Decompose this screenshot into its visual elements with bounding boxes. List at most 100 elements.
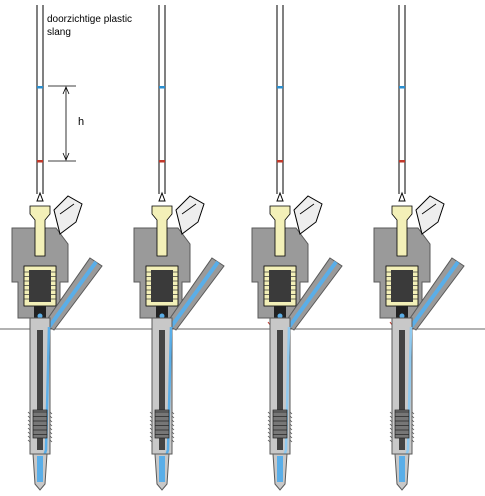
thread-left — [389, 423, 393, 427]
injector-1 — [11, 5, 103, 491]
thread-right — [289, 439, 293, 443]
connector-detail — [421, 203, 437, 215]
return-neck — [391, 205, 413, 257]
thread-right — [411, 423, 415, 427]
thread-left — [389, 435, 393, 439]
thread-left — [149, 431, 153, 435]
thread-right — [49, 435, 53, 439]
control-valve — [396, 306, 408, 318]
solenoid-core — [29, 270, 51, 302]
injector-2 — [133, 5, 225, 491]
inlet-fuel-channel — [409, 260, 460, 329]
nozzle-spring-housing — [394, 409, 410, 439]
thread-right — [411, 427, 415, 431]
thread-left — [267, 415, 271, 419]
electrical-connector — [293, 195, 323, 235]
thread-right — [411, 435, 415, 439]
thread-right — [171, 435, 175, 439]
nozzle-spring-housing — [272, 409, 288, 439]
injector-3 — [251, 5, 343, 491]
thread-left — [27, 427, 31, 431]
solenoid-core — [151, 270, 173, 302]
tip-fuel — [159, 456, 165, 482]
thread-right — [49, 431, 53, 435]
thread-left — [27, 419, 31, 423]
thread-right — [289, 415, 293, 419]
thread-left — [389, 431, 393, 435]
return-neck — [29, 205, 51, 257]
control-valve — [156, 306, 168, 318]
dimension-arrow-top — [62, 85, 70, 95]
connector-detail — [181, 203, 197, 215]
thread-right — [49, 427, 53, 431]
connector-detail — [299, 203, 315, 215]
thread-left — [27, 415, 31, 419]
solenoid-core — [269, 270, 291, 302]
thread-left — [389, 411, 393, 415]
inlet-fuel-channel — [47, 260, 98, 329]
thread-left — [389, 427, 393, 431]
valve-ball — [159, 313, 165, 319]
level-mark-bottom — [399, 160, 405, 163]
height-label: h — [78, 116, 85, 128]
thread-left — [27, 431, 31, 435]
thread-right — [289, 423, 293, 427]
needle — [159, 330, 165, 450]
level-mark-top — [399, 86, 405, 89]
needle — [37, 330, 43, 450]
flow-arrow — [36, 191, 44, 202]
inlet-fuel-channel — [169, 260, 220, 329]
dimension-arrow-bottom — [62, 152, 70, 162]
thread-right — [171, 411, 175, 415]
connector-detail — [59, 203, 75, 215]
level-mark-top — [159, 86, 165, 89]
thread-left — [27, 423, 31, 427]
flow-arrow — [276, 191, 284, 202]
thread-left — [27, 439, 31, 443]
valve-ball — [277, 313, 283, 319]
thread-left — [149, 423, 153, 427]
thread-right — [411, 411, 415, 415]
thread-right — [171, 431, 175, 435]
thread-right — [289, 431, 293, 435]
thread-right — [289, 427, 293, 431]
thread-right — [171, 423, 175, 427]
thread-right — [289, 435, 293, 439]
tip-fuel — [277, 456, 283, 482]
flow-arrow — [158, 191, 166, 202]
valve-ball — [399, 313, 405, 319]
level-mark-top — [277, 86, 283, 89]
thread-left — [267, 439, 271, 443]
thread-right — [411, 431, 415, 435]
electrical-connector — [415, 195, 445, 235]
level-mark-bottom — [277, 160, 283, 163]
thread-right — [49, 419, 53, 423]
flow-arrow — [398, 191, 406, 202]
thread-left — [389, 415, 393, 419]
thread-left — [27, 435, 31, 439]
solenoid-core — [391, 270, 413, 302]
thread-left — [267, 423, 271, 427]
thread-left — [389, 419, 393, 423]
thread-left — [389, 439, 393, 443]
thread-right — [171, 427, 175, 431]
control-valve — [274, 306, 286, 318]
thread-left — [149, 439, 153, 443]
tip-fuel — [37, 456, 43, 482]
nozzle-spring-housing — [154, 409, 170, 439]
thread-left — [267, 427, 271, 431]
thread-left — [149, 435, 153, 439]
thread-left — [267, 431, 271, 435]
thread-right — [411, 415, 415, 419]
level-mark-bottom — [37, 160, 43, 163]
thread-left — [149, 411, 153, 415]
needle — [399, 330, 405, 450]
level-mark-bottom — [159, 160, 165, 163]
hose-label-line1: doorzichtige plastic — [47, 14, 133, 25]
thread-right — [171, 419, 175, 423]
thread-right — [49, 423, 53, 427]
thread-right — [411, 419, 415, 423]
valve-ball — [37, 313, 43, 319]
tip-fuel — [399, 456, 405, 482]
